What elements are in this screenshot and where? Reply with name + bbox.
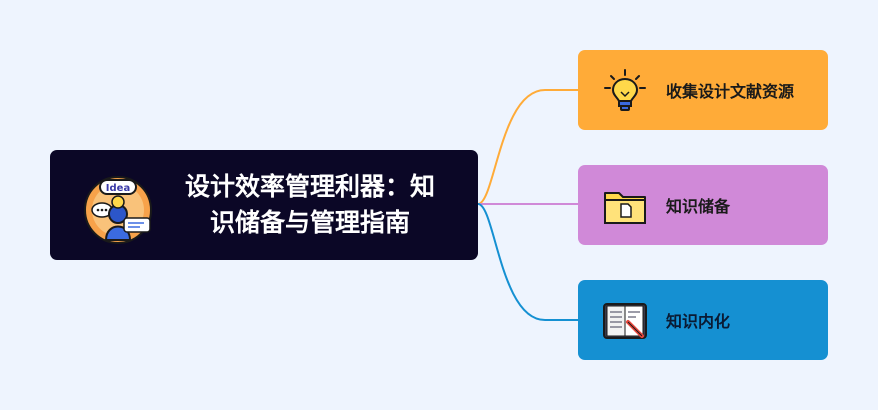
connector-collect	[477, 89, 578, 205]
node-collect-resources-label: 收集设计文献资源	[666, 82, 795, 101]
root-title-line2: 识储备与管理指南	[209, 208, 410, 237]
root-title: 设计效率管理利器：知识储备与管理指南	[162, 150, 458, 260]
connector-internalize	[477, 203, 578, 321]
node-knowledge-internalize[interactable]: 知识内化	[578, 280, 828, 360]
node-knowledge-reserve-label: 知识储备	[666, 197, 731, 216]
open-book-icon	[603, 303, 647, 339]
node-knowledge-internalize-label: 知识内化	[666, 312, 731, 331]
root-topic[interactable]: Idea 设计效率管理利器：知识储备与管理指南	[50, 150, 478, 260]
idea-badge-text: Idea	[106, 183, 130, 194]
node-collect-resources[interactable]: 收集设计文献资源	[578, 50, 828, 130]
folder-icon	[604, 192, 646, 224]
lightbulb-icon	[604, 69, 646, 111]
root-title-line1: 设计效率管理利器：知	[184, 172, 435, 201]
idea-person-icon: Idea	[84, 176, 152, 244]
node-knowledge-reserve[interactable]: 知识储备	[578, 165, 828, 245]
